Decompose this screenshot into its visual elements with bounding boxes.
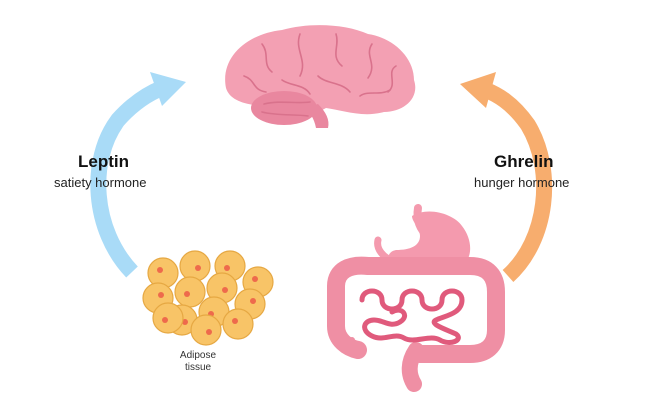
leptin-title: Leptin: [78, 152, 129, 171]
fat-cell-nucleus: [182, 319, 188, 325]
fat-cell-nucleus: [224, 265, 230, 271]
ghrelin-subtitle: hunger hormone: [474, 175, 570, 190]
fat-cell-nucleus: [158, 292, 164, 298]
leptin-arrow-shaft: [90, 80, 166, 278]
fat-cell-nucleus: [184, 291, 190, 297]
appendix: [348, 337, 363, 355]
ghrelin-title: Ghrelin: [494, 152, 554, 171]
large-intestine: [327, 256, 505, 363]
adipose-caption-line1: Adipose: [179, 350, 217, 361]
fat-cell: [190, 314, 222, 346]
fat-cell: [152, 302, 184, 334]
fat-cell: [174, 276, 206, 308]
fat-cell: [179, 250, 211, 282]
fat-cell-nucleus: [206, 329, 212, 335]
brain-cerebellum: [251, 91, 317, 125]
rectum: [401, 342, 424, 392]
brain-folds: [243, 33, 397, 117]
brain-stem: [304, 104, 329, 128]
fat-cell-nucleus: [157, 267, 163, 273]
brain-cerebrum: [225, 25, 416, 115]
ghrelin-arrow: [460, 72, 553, 282]
leptin-subtitle: satiety hormone: [54, 175, 147, 190]
fat-cell-nucleus: [250, 298, 256, 304]
fat-cell-nucleus: [222, 287, 228, 293]
leptin-arrow: [90, 72, 186, 278]
brain-illustration: [225, 25, 416, 128]
fat-cell-nucleus: [195, 265, 201, 271]
adipose-tissue-caption: Adipose tissue: [158, 350, 238, 374]
fat-cell-nucleus: [232, 318, 238, 324]
fat-cell-nucleus: [252, 276, 258, 282]
leptin-arrowhead: [150, 72, 186, 106]
small-intestine: [359, 288, 465, 345]
adipose-tissue-illustration: [142, 250, 274, 346]
ghrelin-arrowhead: [460, 72, 496, 108]
fat-cell-nucleus: [162, 317, 168, 323]
digestive-system-illustration: [327, 204, 505, 392]
fat-cell: [222, 308, 254, 340]
adipose-caption-line2: tissue: [184, 362, 212, 373]
ghrelin-arrow-shaft: [482, 82, 553, 282]
